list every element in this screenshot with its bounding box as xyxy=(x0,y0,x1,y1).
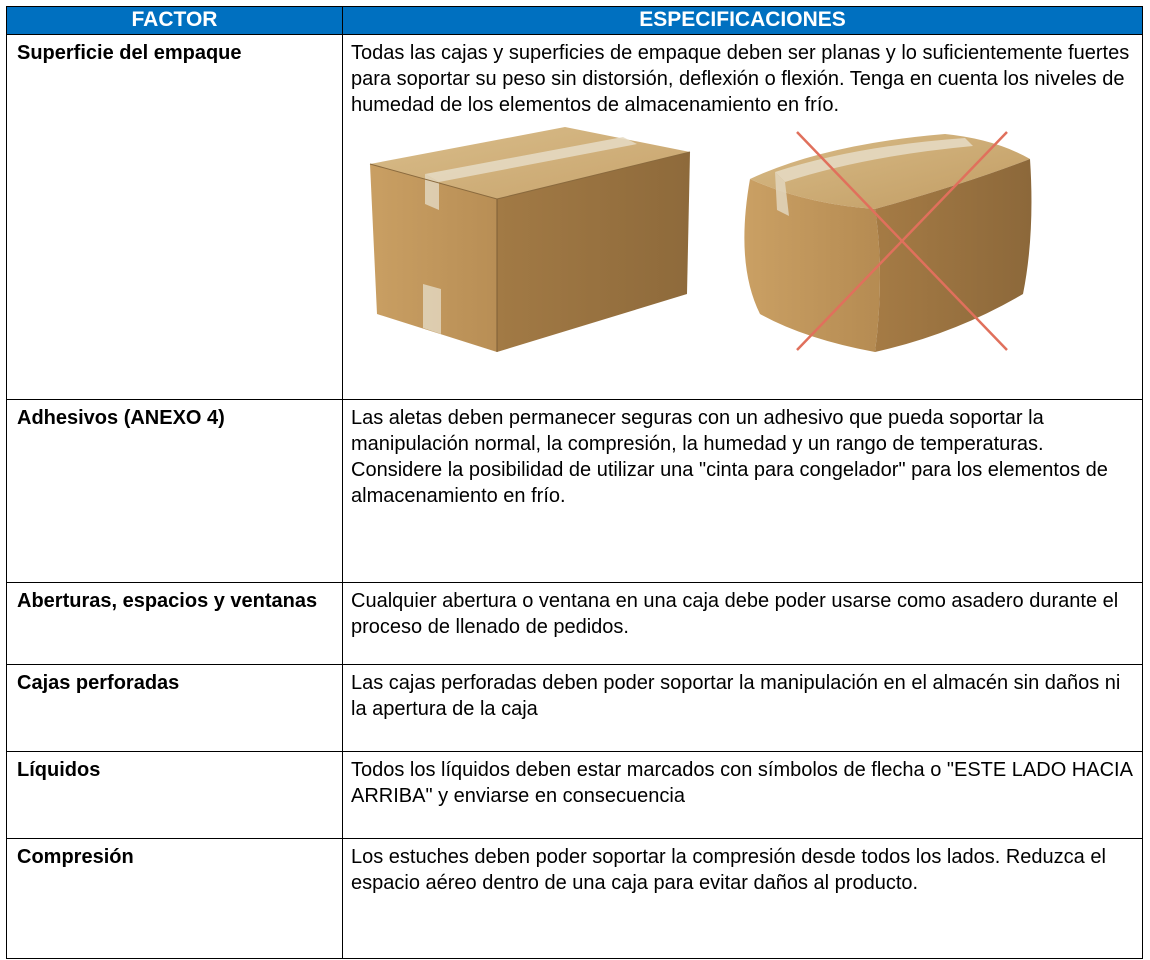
specification-cell: Cualquier abertura o ventana en una caja… xyxy=(342,582,1143,665)
table-row: Adhesivos (ANEXO 4) Las aletas deben per… xyxy=(6,399,1143,583)
table-header-row: FACTOR ESPECIFICACIONES xyxy=(6,6,1143,35)
table-row: Superficie del empaque Todas las cajas y… xyxy=(6,34,1143,400)
factor-cell: Cajas perforadas xyxy=(6,664,343,752)
table-row: Compresión Los estuches deben poder sopo… xyxy=(6,838,1143,959)
factor-cell: Superficie del empaque xyxy=(6,34,343,400)
box-comparison-images xyxy=(351,124,1134,356)
factor-cell: Adhesivos (ANEXO 4) xyxy=(6,399,343,583)
table-row: Cajas perforadas Las cajas perforadas de… xyxy=(6,664,1143,752)
table-row: Líquidos Todos los líquidos deben estar … xyxy=(6,751,1143,839)
specification-cell: Las aletas deben permanecer seguras con … xyxy=(342,399,1143,583)
specification-text: Todas las cajas y superficies de empaque… xyxy=(351,42,1130,116)
flat-cardboard-box-icon xyxy=(369,127,691,352)
factor-cell: Aberturas, espacios y ventanas xyxy=(6,582,343,665)
specifications-table: FACTOR ESPECIFICACIONES Superficie del e… xyxy=(6,6,1143,959)
factor-column-header: FACTOR xyxy=(6,6,343,35)
specification-cell: Las cajas perforadas deben poder soporta… xyxy=(342,664,1143,752)
specification-cell: Todas las cajas y superficies de empaque… xyxy=(342,34,1143,400)
specification-cell: Todos los líquidos deben estar marcados … xyxy=(342,751,1143,839)
specifications-column-header: ESPECIFICACIONES xyxy=(342,6,1143,35)
specification-cell: Los estuches deben poder soportar la com… xyxy=(342,838,1143,959)
crushed-cardboard-box-crossed-out-icon xyxy=(744,131,1032,352)
table-row: Aberturas, espacios y ventanas Cualquier… xyxy=(6,582,1143,665)
factor-cell: Compresión xyxy=(6,838,343,959)
factor-cell: Líquidos xyxy=(6,751,343,839)
